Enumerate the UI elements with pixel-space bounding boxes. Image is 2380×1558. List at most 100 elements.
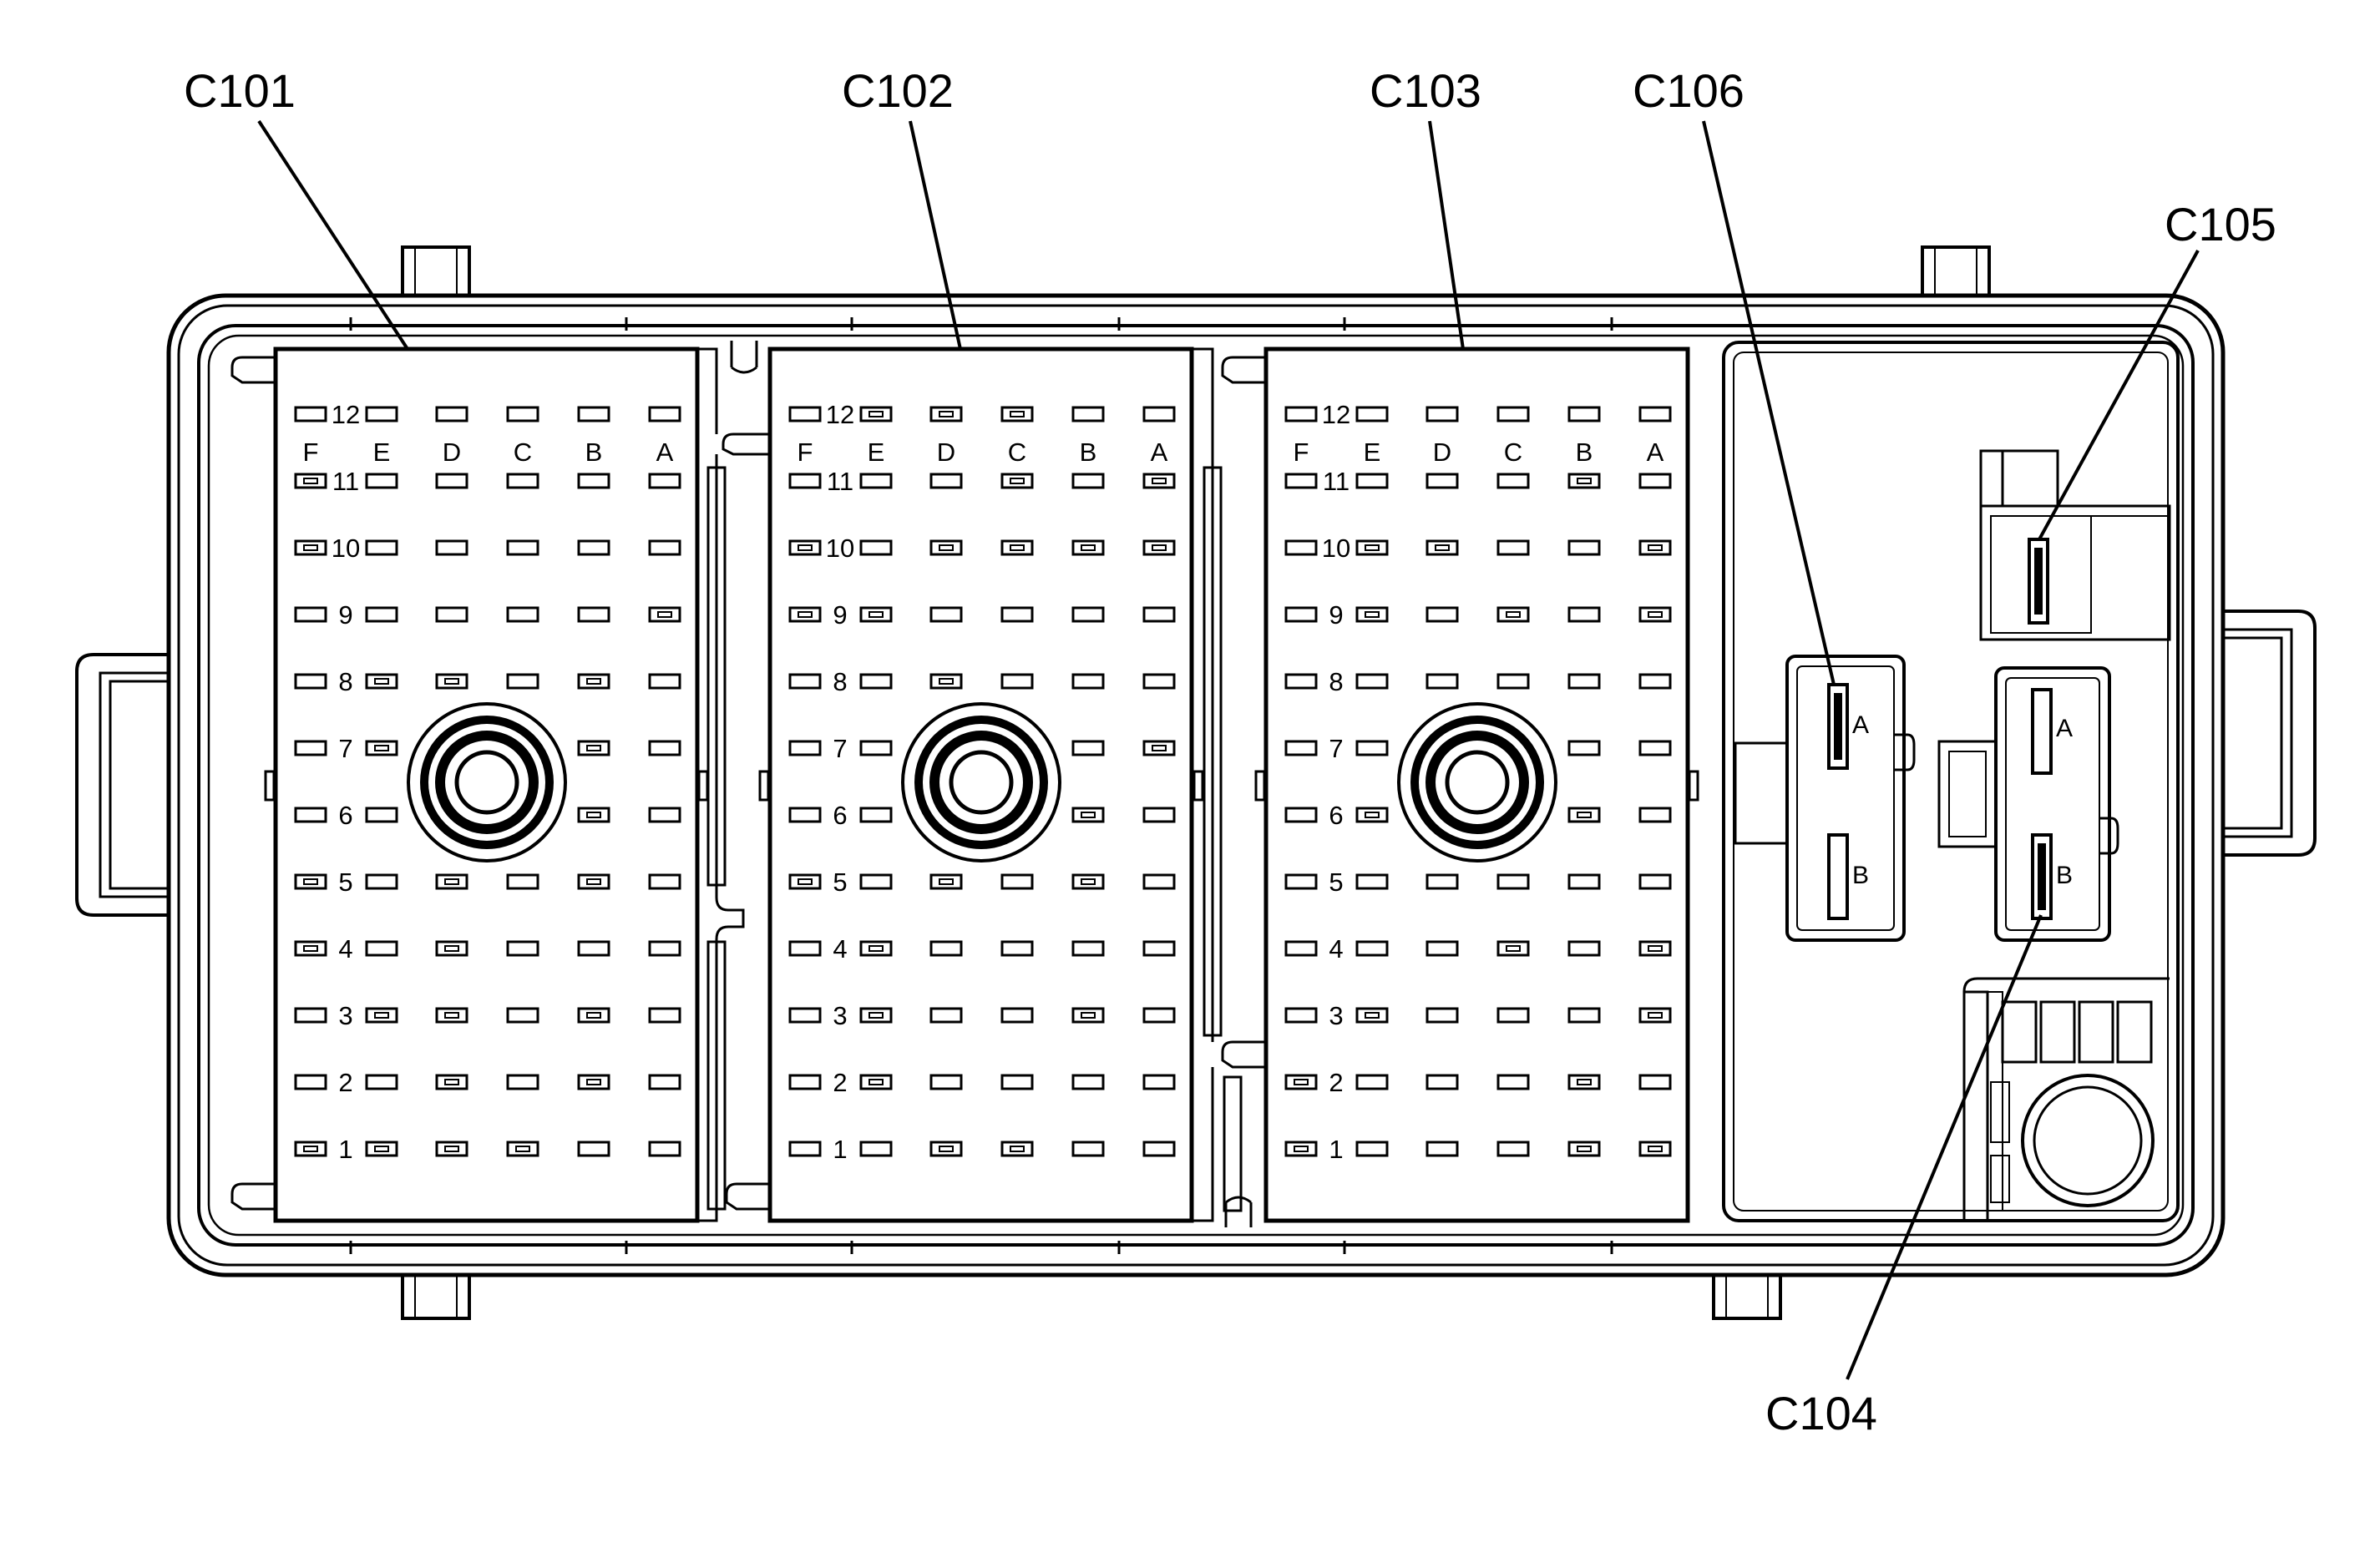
c105-terminal	[2028, 538, 2049, 625]
cavity-c103-c8	[1496, 673, 1530, 690]
row-label-c102-5: 5	[833, 868, 847, 897]
cavity-c103-f3	[1284, 1007, 1318, 1024]
column-label-c102-f: F	[798, 438, 813, 467]
cavity-c101-e12	[365, 406, 398, 422]
cavity-c102-e11	[859, 473, 893, 489]
cavity-c101-e5	[365, 873, 398, 890]
c104-pin-a-label: A	[2056, 715, 2073, 742]
row-label-c103-8: 8	[1329, 667, 1343, 696]
callout-leader-lines	[257, 119, 2200, 1380]
cavity-c103-e5	[1355, 873, 1389, 890]
cavity-c102-f12	[788, 406, 822, 422]
cavity-c103-e12	[1355, 406, 1389, 422]
relay-compartment	[1722, 341, 2180, 1222]
cavity-c103-e7	[1355, 740, 1389, 756]
cavity-c103-a7	[1638, 740, 1672, 756]
cavity-c103-c12	[1496, 406, 1530, 422]
cavity-c101-e2	[365, 1074, 398, 1090]
cavity-c101-a12	[648, 406, 681, 422]
row-label-c103-5: 5	[1329, 868, 1343, 897]
cavity-c102-c3	[1000, 1007, 1034, 1024]
column-label-c102-d: D	[937, 438, 955, 467]
cavity-c102-c5	[1000, 873, 1034, 890]
row-label-c103-12: 12	[1322, 400, 1350, 429]
cavity-c103-c11	[1496, 473, 1530, 489]
cavity-c101-d11	[435, 473, 468, 489]
cavity-c103-d2	[1425, 1074, 1459, 1090]
cavity-c103-b7	[1567, 740, 1601, 756]
cavity-c103-f11	[1284, 473, 1318, 489]
row-label-c103-4: 4	[1329, 934, 1343, 964]
block-separator-channels	[264, 341, 1699, 1227]
row-label-c102-1: 1	[833, 1135, 847, 1164]
cavity-c102-c2	[1000, 1074, 1034, 1090]
cavity-c103-a5	[1638, 873, 1672, 890]
cavity-c102-b9	[1071, 606, 1105, 623]
cavity-c103-c2	[1496, 1074, 1530, 1090]
c106-terminals: A B	[1827, 683, 1869, 920]
row-label-c103-7: 7	[1329, 734, 1343, 763]
housing-outline	[75, 245, 2317, 1320]
cavity-c101-a1	[648, 1141, 681, 1157]
cavity-c102-f3	[788, 1007, 822, 1024]
row-label-c101-1: 1	[338, 1135, 352, 1164]
cavity-c101-e9	[365, 606, 398, 623]
row-label-c103-11: 11	[1323, 467, 1350, 496]
c104-terminal-a	[2031, 688, 2053, 775]
cavity-c103-d9	[1425, 606, 1459, 623]
callout-c105: C105	[2165, 198, 2276, 250]
row-label-c103-1: 1	[1329, 1135, 1343, 1164]
row-label-c101-3: 3	[338, 1001, 352, 1030]
cavity-c103-d5	[1425, 873, 1459, 890]
column-label-c102-c: C	[1008, 438, 1026, 467]
cavity-c102-a9	[1142, 606, 1176, 623]
column-label-c102-b: B	[1080, 438, 1097, 467]
cavity-c102-a4	[1142, 940, 1176, 957]
column-label-c103-c: C	[1504, 438, 1522, 467]
cavity-c103-b3	[1567, 1007, 1601, 1024]
c104-terminals: A B	[2031, 688, 2073, 920]
cavity-c103-d12	[1425, 406, 1459, 422]
cavity-c103-d8	[1425, 673, 1459, 690]
callout-c106: C106	[1633, 64, 1744, 117]
cavity-c102-b7	[1071, 740, 1105, 756]
connector-c102-face	[722, 347, 1194, 1223]
cavity-c102-a6	[1142, 807, 1176, 823]
cavity-c102-a2	[1142, 1074, 1176, 1090]
cavity-c103-f9	[1284, 606, 1318, 623]
cavity-c101-f6	[294, 807, 327, 823]
cavity-c102-f2	[788, 1074, 822, 1090]
cavity-c101-f12	[294, 406, 327, 422]
cavity-c102-e8	[859, 673, 893, 690]
cavity-c102-a8	[1142, 673, 1176, 690]
cavity-c102-a3	[1142, 1007, 1176, 1024]
row-label-c101-11: 11	[332, 467, 359, 496]
cavity-c101-c8	[506, 673, 539, 690]
column-label-c103-d: D	[1433, 438, 1451, 467]
c106-pin-a-label: A	[1852, 711, 1869, 739]
cavity-c103-a11	[1638, 473, 1672, 489]
cavity-c101-d10	[435, 539, 468, 556]
column-label-c103-a: A	[1647, 438, 1664, 467]
c104-pin-b-label: B	[2056, 862, 2073, 889]
cavity-c102-f6	[788, 807, 822, 823]
callout-c104: C104	[1765, 1387, 1877, 1439]
cavity-c102-a1	[1142, 1141, 1176, 1157]
cavity-c102-c8	[1000, 673, 1034, 690]
cavity-c102-e5	[859, 873, 893, 890]
c106-pin-b-label: B	[1852, 862, 1869, 889]
row-label-c103-2: 2	[1329, 1068, 1343, 1097]
cavity-c101-c10	[506, 539, 539, 556]
cavity-c103-f4	[1284, 940, 1318, 957]
cavity-c101-a8	[648, 673, 681, 690]
row-label-c101-5: 5	[338, 868, 352, 897]
cavity-c102-e10	[859, 539, 893, 556]
cavity-c102-d3	[929, 1007, 963, 1024]
cavity-c103-d4	[1425, 940, 1459, 957]
row-label-c102-2: 2	[833, 1068, 847, 1097]
row-label-c101-4: 4	[338, 934, 352, 964]
cavity-c103-b5	[1567, 873, 1601, 890]
cavity-c102-b1	[1071, 1141, 1105, 1157]
